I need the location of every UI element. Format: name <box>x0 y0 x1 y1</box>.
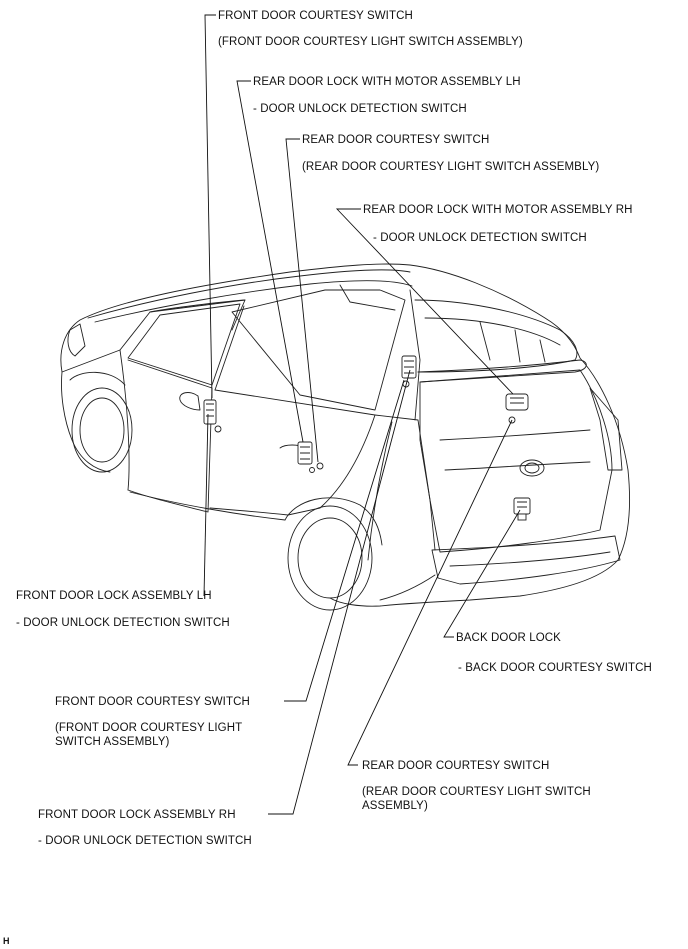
label-front-courtesy-rh-sub: (FRONT DOOR COURTESY LIGHT SWITCH ASSEMB… <box>55 722 243 748</box>
back-door <box>419 369 613 553</box>
label-rear-lock-rh-sub: - DOOR UNLOCK DETECTION SWITCH <box>373 232 587 244</box>
rear-door-lock-lh-component <box>297 441 324 473</box>
label-front-lock-rh-sub: - DOOR UNLOCK DETECTION SWITCH <box>38 835 252 847</box>
label-front-courtesy-rh: FRONT DOOR COURTESY SWITCH <box>55 696 250 708</box>
rear-bumper <box>431 535 621 585</box>
leader-rear-courtesy-rh <box>347 419 513 766</box>
windshield <box>119 299 246 351</box>
front-side-window <box>127 303 241 386</box>
rear-door-lock-rh-component <box>505 393 529 424</box>
label-front-lock-lh-sub: - DOOR UNLOCK DETECTION SWITCH <box>16 617 230 629</box>
label-back-door-lock-sub: - BACK DOOR COURTESY SWITCH <box>458 662 652 674</box>
label-front-lock-rh: FRONT DOOR LOCK ASSEMBLY RH <box>38 809 236 821</box>
label-rear-courtesy-lh: REAR DOOR COURTESY SWITCH <box>302 134 490 146</box>
front-wheel <box>71 387 133 473</box>
label-rear-lock-rh: REAR DOOR LOCK WITH MOTOR ASSEMBLY RH <box>363 204 633 216</box>
corner-mark: H <box>3 936 10 946</box>
label-front-courtesy-lh-sub: (FRONT DOOR COURTESY LIGHT SWITCH ASSEMB… <box>218 36 523 48</box>
label-rear-courtesy-lh-sub: (REAR DOOR COURTESY LIGHT SWITCH ASSEMBL… <box>302 161 600 173</box>
rear-door <box>209 389 376 516</box>
label-rear-lock-lh-sub: - DOOR UNLOCK DETECTION SWITCH <box>253 103 467 115</box>
front-door-lock-lh-component <box>203 399 222 433</box>
rear-side-window <box>231 289 406 411</box>
leader-front-lock-rh <box>268 369 411 815</box>
label-front-lock-lh: FRONT DOOR LOCK ASSEMBLY LH <box>16 590 212 602</box>
leader-front-lock-lh <box>203 413 209 597</box>
back-door-lock-component <box>513 497 531 521</box>
side-mirror <box>179 392 201 411</box>
leader-front-courtesy-rh <box>284 379 405 702</box>
label-back-door-lock: BACK DOOR LOCK <box>456 632 561 644</box>
label-rear-lock-lh: REAR DOOR LOCK WITH MOTOR ASSEMBLY LH <box>253 76 521 88</box>
car-body-outline <box>60 263 630 607</box>
front-door-courtesy-rh-component <box>401 355 417 388</box>
label-rear-courtesy-rh: REAR DOOR COURTESY SWITCH <box>362 760 550 772</box>
label-front-courtesy-lh: FRONT DOOR COURTESY SWITCH <box>218 10 413 22</box>
leader-rear-courtesy-lh <box>285 138 319 463</box>
rear-wheel <box>287 505 373 611</box>
leader-rear-lock-rh <box>335 208 514 395</box>
rear-window <box>414 299 578 373</box>
front-bumper <box>61 371 111 473</box>
front-door <box>127 359 213 513</box>
rear-emblem <box>519 459 545 477</box>
leader-rear-lock-lh <box>236 80 304 443</box>
label-rear-courtesy-rh-sub: (REAR DOOR COURTESY LIGHT SWITCH ASSEMBL… <box>362 786 591 812</box>
leader-front-courtesy-lh <box>204 14 216 399</box>
leader-back-door-lock <box>443 509 521 638</box>
